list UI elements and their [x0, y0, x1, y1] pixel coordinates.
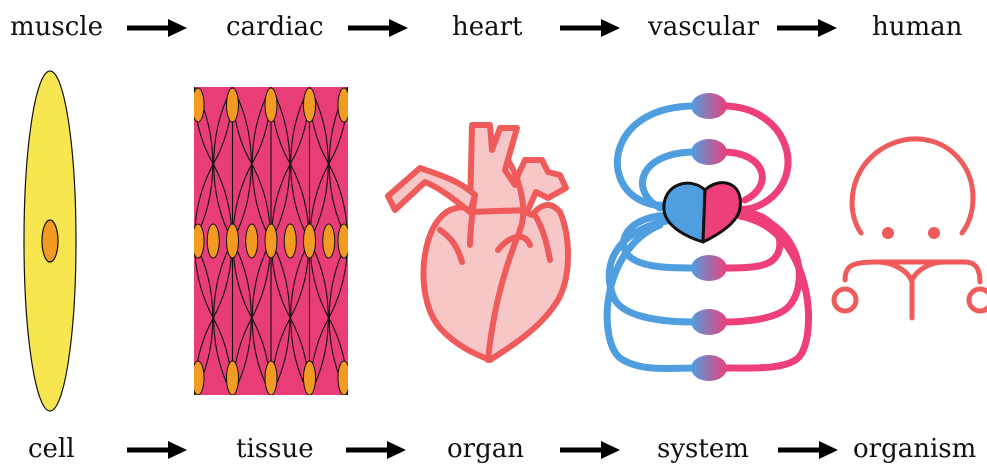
label-system: system	[657, 434, 749, 464]
label-human: human	[872, 12, 963, 42]
cardiac-tissue-icon	[175, 20, 367, 470]
heart-organ-icon	[388, 125, 568, 360]
nucleus-icon	[304, 88, 316, 122]
arrow-icon	[778, 441, 838, 459]
nucleus-icon	[227, 361, 239, 395]
nucleus-icon	[338, 88, 350, 122]
nucleus-icon	[284, 224, 296, 258]
arrow-icon	[348, 19, 408, 37]
label-heart: heart	[452, 12, 523, 42]
nucleus-icon	[192, 361, 204, 395]
arrow-icon	[560, 441, 620, 459]
nucleus-icon	[192, 88, 204, 122]
nucleus-icon	[338, 224, 350, 258]
nucleus-icon	[227, 224, 239, 258]
label-organ: organ	[447, 434, 524, 464]
nucleus-icon	[265, 224, 277, 258]
label-organism: organism	[853, 434, 976, 464]
arrow-icon	[127, 441, 187, 459]
label-cardiac: cardiac	[226, 12, 324, 42]
nucleus-icon	[304, 224, 316, 258]
label-muscle: muscle	[10, 12, 103, 42]
label-cell: cell	[28, 434, 75, 464]
human-organism-icon	[834, 139, 987, 318]
muscle-cell-icon	[24, 71, 76, 411]
nucleus-icon	[246, 224, 258, 258]
nucleus-icon	[192, 224, 204, 258]
arrow-icon	[127, 19, 187, 37]
nucleus-icon	[227, 88, 239, 122]
label-vascular: vascular	[647, 12, 760, 42]
nucleus-icon	[207, 224, 219, 258]
nucleus-icon	[265, 88, 277, 122]
nucleus-icon	[338, 361, 350, 395]
arrow-icon	[560, 19, 620, 37]
arrow-icon	[777, 19, 837, 37]
circulatory-system-icon	[607, 93, 808, 381]
nucleus-icon	[323, 224, 335, 258]
arrow-icon	[346, 441, 406, 459]
label-tissue: tissue	[236, 434, 314, 464]
nucleus-icon	[265, 361, 277, 395]
nucleus-icon	[304, 361, 316, 395]
